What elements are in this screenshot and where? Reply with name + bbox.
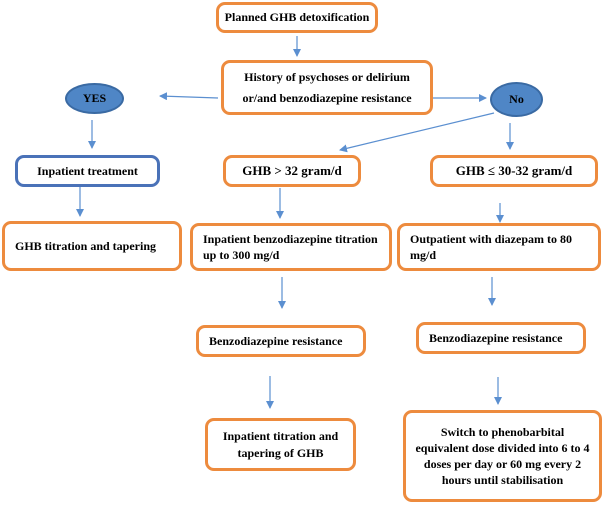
- planned-ghb-detox-box: Planned GHB detoxification: [216, 2, 378, 33]
- yes-node: YES: [65, 83, 124, 114]
- inpatient-treatment-box: Inpatient treatment: [15, 155, 160, 187]
- switch-phenobarbital-box: Switch to phenobarbital equivalent dose …: [403, 410, 602, 502]
- planned-ghb-detox-label: Planned GHB detoxification: [224, 10, 370, 25]
- outpatient-diazepam-label: Outpatient with diazepam to 80 mg/d: [410, 231, 572, 262]
- ghb-titration-box: GHB titration and tapering: [2, 221, 182, 271]
- switch-phenobarbital-label: Switch to phenobarbital equivalent dose …: [415, 424, 590, 488]
- history-line-2: or/and benzodiazepine resistance: [242, 91, 412, 105]
- history-box: History of psychoses or delirium or/and …: [221, 60, 433, 115]
- ghb-titration-label: GHB titration and tapering: [15, 238, 157, 253]
- ghb-low-label: GHB ≤ 30-32 gram/d: [455, 163, 573, 179]
- outpatient-diazepam-box: Outpatient with diazepam to 80 mg/d: [397, 223, 601, 271]
- benzo-resistance-right-label: Benzodiazepine resistance: [429, 330, 563, 345]
- inpatient-benzo-label: Inpatient benzodiazepine titration up to…: [203, 231, 378, 262]
- inpatient-titration-ghb-label: Inpatient titration and tapering of GHB: [222, 429, 339, 460]
- history-line-1: History of psychoses or delirium: [244, 69, 410, 84]
- no-node: No: [490, 82, 543, 117]
- benzo-resistance-right-box: Benzodiazepine resistance: [416, 322, 586, 354]
- inpatient-treatment-label: Inpatient treatment: [37, 163, 138, 178]
- inpatient-benzo-box: Inpatient benzodiazepine titration up to…: [190, 223, 392, 271]
- benzo-resistance-left-label: Benzodiazepine resistance: [209, 333, 343, 348]
- ghb-low-box: GHB ≤ 30-32 gram/d: [430, 155, 598, 187]
- inpatient-titration-ghb-box: Inpatient titration and tapering of GHB: [205, 418, 356, 471]
- benzo-resistance-left-box: Benzodiazepine resistance: [196, 325, 366, 357]
- arrow-history-to-yes: [159, 92, 219, 101]
- ghb-high-box: GHB > 32 gram/d: [223, 155, 361, 187]
- yes-label: YES: [82, 91, 107, 105]
- ghb-high-label: GHB > 32 gram/d: [242, 163, 342, 179]
- arrow-no-to-ghb-high: [339, 112, 495, 153]
- no-label: No: [509, 92, 524, 106]
